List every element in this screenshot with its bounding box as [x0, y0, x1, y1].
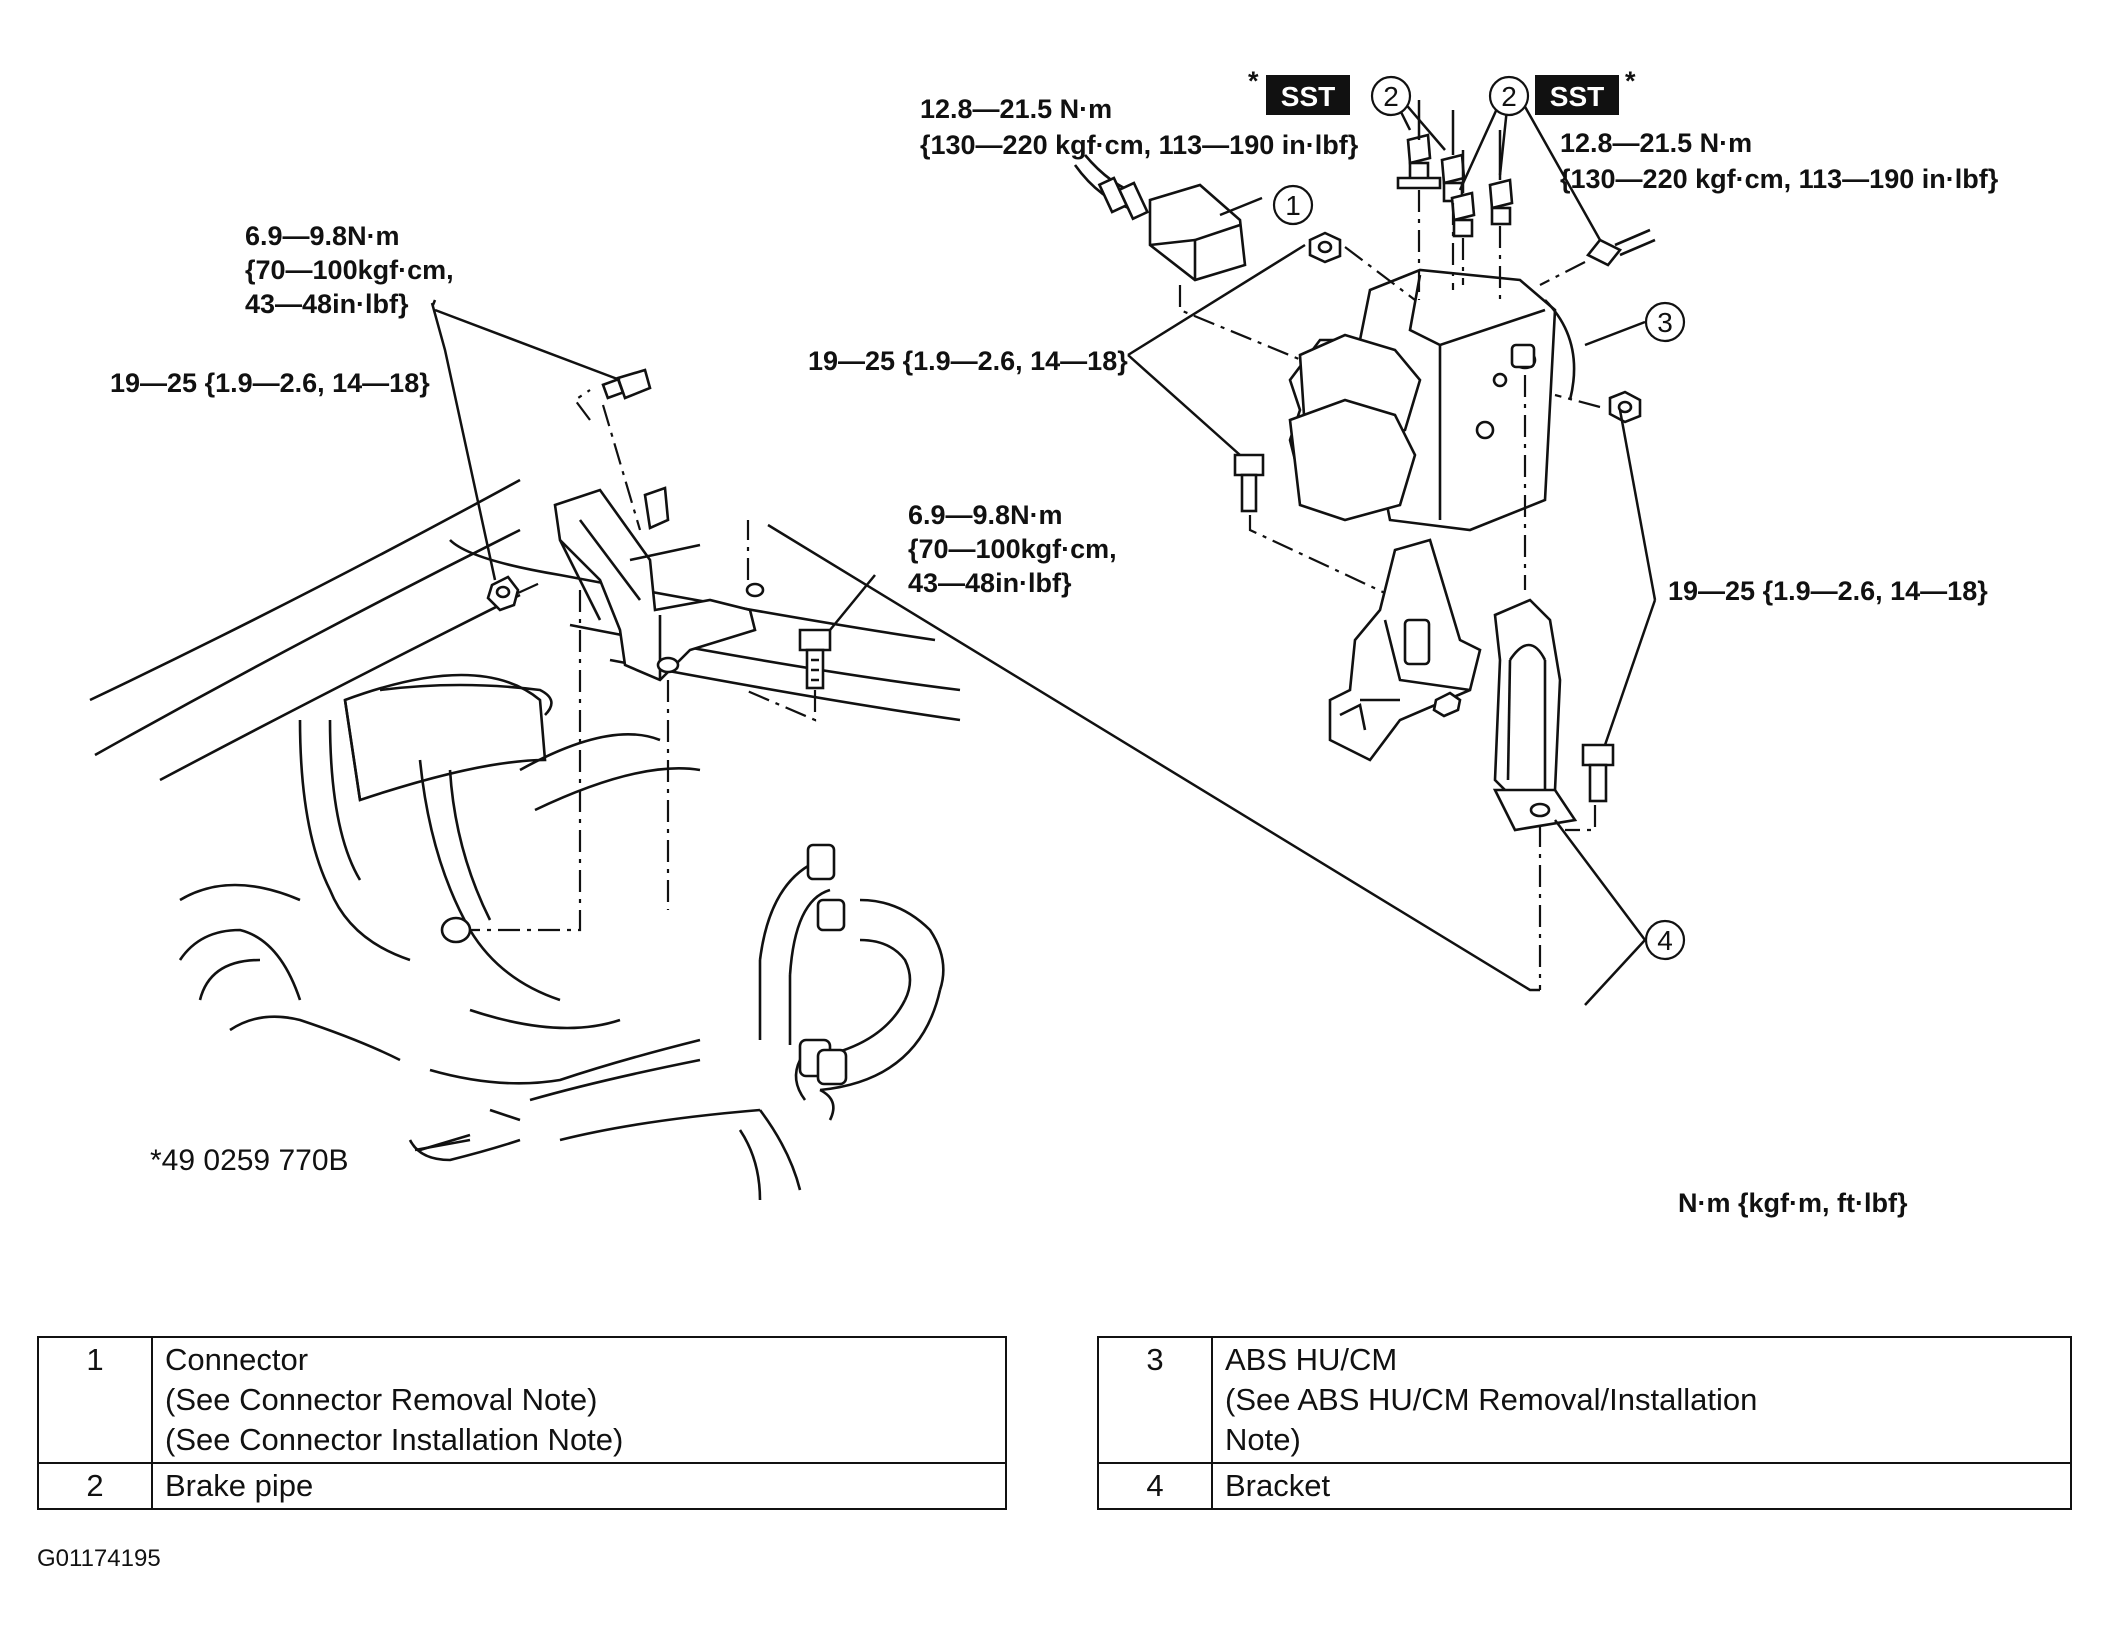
legend-number: 1	[37, 1336, 153, 1464]
torque-label-hu-left: 19—25 {1.9—2.6, 14—18}	[808, 346, 1128, 376]
figure-code: G01174195	[37, 1545, 161, 1572]
svg-text:2: 2	[1501, 81, 1517, 112]
legend-number: 4	[1097, 1462, 1213, 1510]
callout-2-left: 2	[1370, 75, 1412, 117]
sst-tool-note: *49 0259 770B	[150, 1144, 349, 1177]
svg-text:6.9—9.8N·m: 6.9—9.8N·m	[908, 500, 1063, 530]
callout-4: 4	[1644, 919, 1686, 961]
leader-lines	[414, 79, 1657, 1152]
svg-text:{70—100kgf·cm,: {70—100kgf·cm,	[908, 534, 1117, 564]
sst-badge-right: SST *	[1535, 66, 1636, 115]
svg-text:12.8—21.5 N·m: 12.8—21.5 N·m	[920, 94, 1112, 124]
callout-1: 1	[1272, 184, 1314, 226]
connector-part	[1073, 154, 1351, 382]
sst-badge-left: SST *	[1248, 66, 1350, 115]
svg-text:3: 3	[1657, 307, 1673, 338]
svg-text:43—48in·lbf}: 43—48in·lbf}	[245, 289, 409, 319]
torque-label-pipe-right: 12.8—21.5 N·m {130—220 kgf·cm, 113—190 i…	[1560, 128, 1999, 194]
torque-label-connector: 12.8—21.5 N·m {130—220 kgf·cm, 113—190 i…	[920, 94, 1359, 160]
brake-pipe-fittings	[1396, 100, 1656, 300]
svg-text:43—48in·lbf}: 43—48in·lbf}	[908, 568, 1072, 598]
legend-row: 1 Connector (See Connector Removal Note)…	[37, 1336, 1007, 1464]
svg-text:{130—220 kgf·cm, 113—190 in·lb: {130—220 kgf·cm, 113—190 in·lbf}	[1560, 164, 1999, 194]
callout-3: 3	[1644, 301, 1686, 343]
abs-hu-cm-unit	[1233, 231, 1642, 601]
legend-table-left: 1 Connector (See Connector Removal Note)…	[37, 1336, 1007, 1510]
bracket-assembly-left	[470, 368, 832, 932]
legend-number: 2	[37, 1462, 153, 1510]
sst-label-right: SST	[1550, 81, 1604, 112]
svg-text:6.9—9.8N·m: 6.9—9.8N·m	[245, 221, 400, 251]
svg-text:{130—220 kgf·cm, 113—190 in·lb: {130—220 kgf·cm, 113—190 in·lbf}	[920, 130, 1359, 160]
svg-text:{70—100kgf·cm,: {70—100kgf·cm,	[245, 255, 454, 285]
legend-description: ABS HU/CM (See ABS HU/CM Removal/Install…	[1211, 1336, 2072, 1464]
sst-marker-left: *	[1248, 66, 1259, 96]
legend-description: Connector (See Connector Removal Note) (…	[151, 1336, 1007, 1464]
legend-description: Bracket	[1211, 1462, 2072, 1510]
units-note: N·m {kgf·m, ft·lbf}	[1678, 1188, 1908, 1218]
leader-bracket-long	[767, 523, 1540, 992]
legend-row: 2 Brake pipe	[37, 1462, 1007, 1510]
legend-row: 3 ABS HU/CM (See ABS HU/CM Removal/Insta…	[1097, 1336, 2072, 1464]
torque-label-nut-left: 19—25 {1.9—2.6, 14—18}	[110, 368, 430, 398]
legend-table-right: 3 ABS HU/CM (See ABS HU/CM Removal/Insta…	[1097, 1336, 2072, 1510]
callout-2-right: 2	[1488, 75, 1530, 117]
torque-label-bracket-mid: 6.9—9.8N·m {70—100kgf·cm, 43—48in·lbf}	[908, 500, 1117, 598]
legend-number: 3	[1097, 1336, 1213, 1464]
svg-text:2: 2	[1383, 81, 1399, 112]
legend-row: 4 Bracket	[1097, 1462, 2072, 1510]
legend-description: Brake pipe	[151, 1462, 1007, 1510]
svg-text:12.8—21.5 N·m: 12.8—21.5 N·m	[1560, 128, 1752, 158]
engine-bay-drawing	[89, 478, 961, 1201]
torque-label-bracket-upper: 6.9—9.8N·m {70—100kgf·cm, 43—48in·lbf}	[245, 221, 454, 319]
torque-label-hu-right: 19—25 {1.9—2.6, 14—18}	[1668, 576, 1988, 606]
bracket-part	[1328, 538, 1615, 990]
svg-text:1: 1	[1285, 190, 1301, 221]
sst-marker-right: *	[1625, 66, 1636, 96]
sst-label-left: SST	[1281, 81, 1335, 112]
svg-text:4: 4	[1657, 925, 1673, 956]
